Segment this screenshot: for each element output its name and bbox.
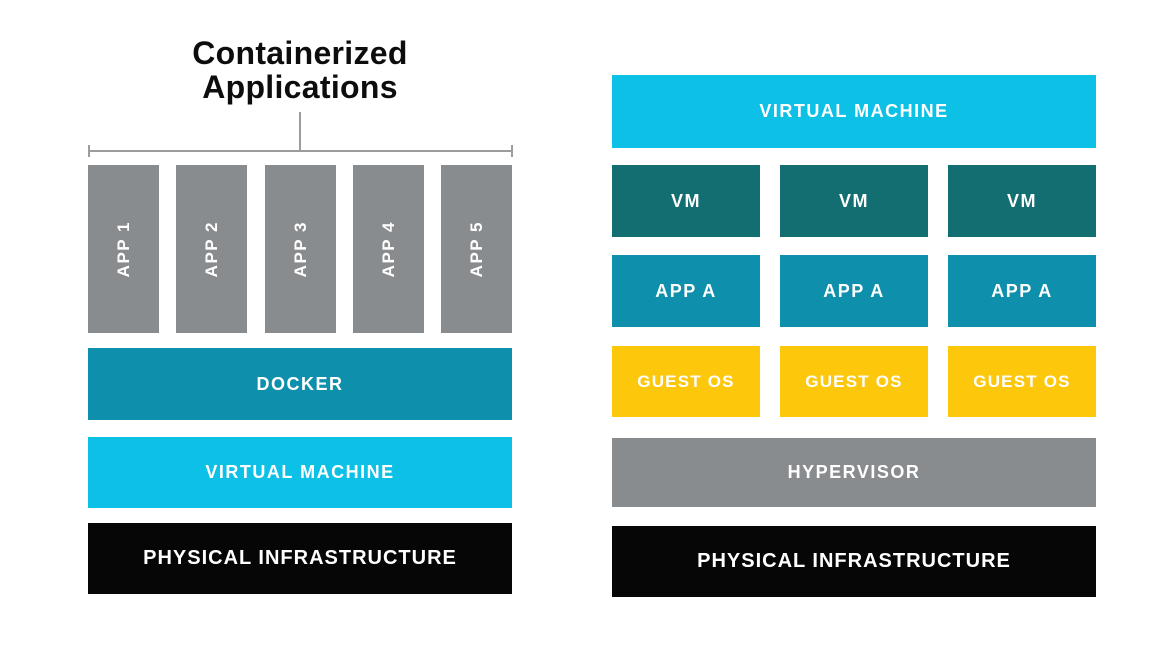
bracket-left-tick — [88, 145, 90, 157]
app-2-label: APP 2 — [201, 220, 221, 278]
app-3-label: APP 3 — [290, 220, 310, 278]
app-4-label: APP 4 — [378, 220, 398, 278]
app-5-bar: APP 5 — [441, 165, 512, 333]
bracket-horizontal-line — [89, 150, 513, 152]
left-physical-infrastructure-bar: PHYSICAL INFRASTRUCTURE — [88, 523, 512, 594]
guest-os-box-3: GUEST OS — [948, 346, 1096, 417]
title-line-2: Applications — [202, 69, 398, 105]
app-a-box-3: APP A — [948, 255, 1096, 327]
app-3-bar: APP 3 — [265, 165, 336, 333]
hypervisor-bar: HYPERVISOR — [612, 438, 1096, 507]
guest-os-box-2: GUEST OS — [780, 346, 928, 417]
bracket-right-tick — [511, 145, 513, 157]
app-2-bar: APP 2 — [176, 165, 247, 333]
guest-os-box-1: GUEST OS — [612, 346, 760, 417]
docker-bar: DOCKER — [88, 348, 512, 420]
app-1-label: APP 1 — [113, 220, 133, 278]
right-virtual-machine-bar: VIRTUAL MACHINE — [612, 75, 1096, 148]
title-line-1: Containerized — [192, 35, 408, 71]
app-a-box-1: APP A — [612, 255, 760, 327]
app-4-bar: APP 4 — [353, 165, 424, 333]
app-a-box-2: APP A — [780, 255, 928, 327]
bracket-stem-line — [299, 112, 301, 151]
app-5-label: APP 5 — [466, 220, 486, 278]
vm-box-2: VM — [780, 165, 928, 237]
right-physical-infrastructure-bar: PHYSICAL INFRASTRUCTURE — [612, 526, 1096, 597]
app-1-bar: APP 1 — [88, 165, 159, 333]
vm-box-3: VM — [948, 165, 1096, 237]
vm-box-1: VM — [612, 165, 760, 237]
left-virtual-machine-bar: VIRTUAL MACHINE — [88, 437, 512, 508]
containerized-applications-title: Containerized Applications — [88, 36, 512, 104]
